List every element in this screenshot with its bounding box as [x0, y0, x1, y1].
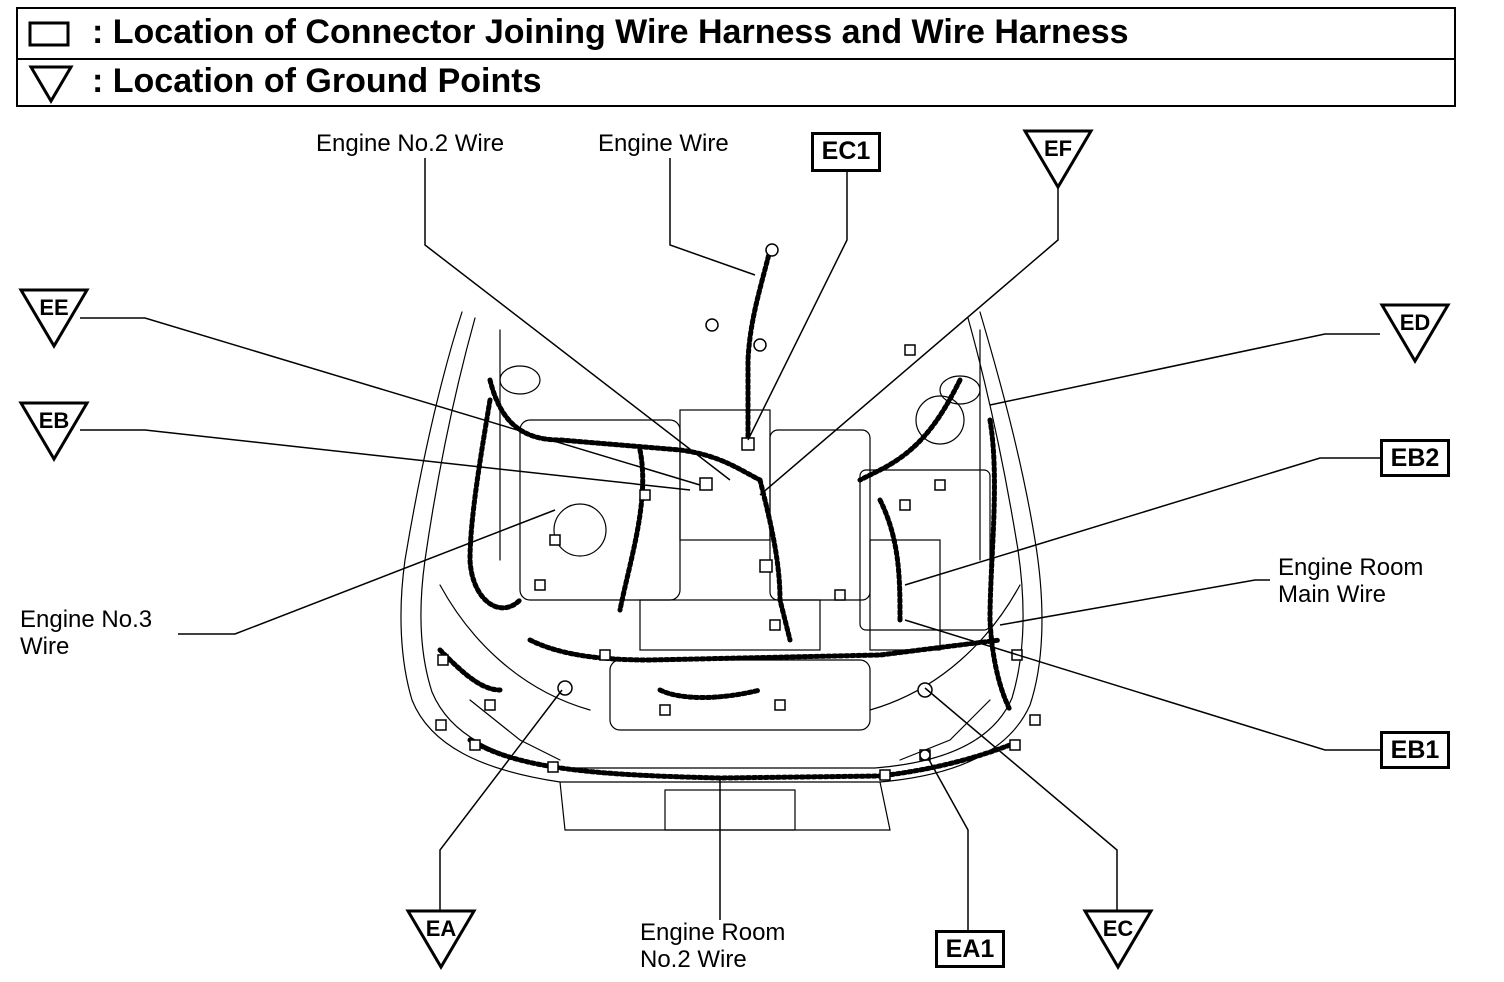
ground-triangle-icon	[1379, 303, 1451, 364]
engine-no3-wire-line2: Wire	[20, 633, 70, 660]
engine-room-main-wire-line2: Main Wire	[1278, 581, 1387, 608]
legend-box: : Location of Connector Joining Wire Har…	[16, 7, 1456, 107]
engine-no3-wire-label: Engine No.3 Wire	[20, 606, 152, 660]
ground-triangle-icon	[28, 65, 74, 104]
ground-ea-triangle: EA	[405, 908, 477, 970]
ground-triangle-icon	[18, 288, 90, 349]
engine-no2-wire-label: Engine No.2 Wire	[316, 130, 505, 157]
connector-eb2-box: EB2	[1380, 439, 1450, 477]
ground-ed-label: ED	[1399, 310, 1431, 335]
legend-ground-row: : Location of Ground Points	[18, 58, 1454, 107]
ground-ef-label: EF	[1043, 136, 1073, 161]
legend-connector-row: : Location of Connector Joining Wire Har…	[18, 9, 1454, 60]
connector-ea1-box: EA1	[935, 930, 1005, 968]
ground-triangle-icon	[405, 909, 477, 970]
ground-triangle-icon	[1022, 129, 1094, 190]
connector-eb1-box: EB1	[1380, 731, 1450, 769]
ground-ef-triangle: EF	[1022, 128, 1094, 190]
ground-ec-label: EC	[1102, 916, 1134, 941]
engine-room-main-wire-label: Engine Room Main Wire	[1278, 554, 1423, 608]
ground-triangle-icon	[1082, 909, 1154, 970]
connector-ec1-box: EC1	[811, 132, 881, 172]
ground-eb-triangle: EB	[18, 400, 90, 462]
ground-triangle-icon	[18, 401, 90, 462]
ground-ee-triangle: EE	[18, 287, 90, 349]
legend-connector-text: : Location of Connector Joining Wire Har…	[92, 13, 1129, 51]
engine-no3-wire-line1: Engine No.3	[20, 606, 153, 633]
ground-ec-triangle: EC	[1082, 908, 1154, 970]
engine-room-no2-wire-line2: No.2 Wire	[640, 946, 747, 973]
engine-room-main-wire-line1: Engine Room	[1278, 554, 1424, 581]
ground-ea-label: EA	[425, 916, 457, 941]
legend-ground-text: : Location of Ground Points	[92, 62, 542, 100]
ground-ee-label: EE	[39, 295, 69, 320]
engine-wire-label: Engine Wire	[598, 130, 729, 157]
engine-room-no2-wire-line1: Engine Room	[640, 919, 786, 946]
ground-eb-label: EB	[38, 408, 70, 433]
engine-room-no2-wire-label: Engine Room No.2 Wire	[640, 919, 785, 973]
connector-box-icon	[28, 21, 70, 47]
ground-ed-triangle: ED	[1379, 302, 1451, 364]
